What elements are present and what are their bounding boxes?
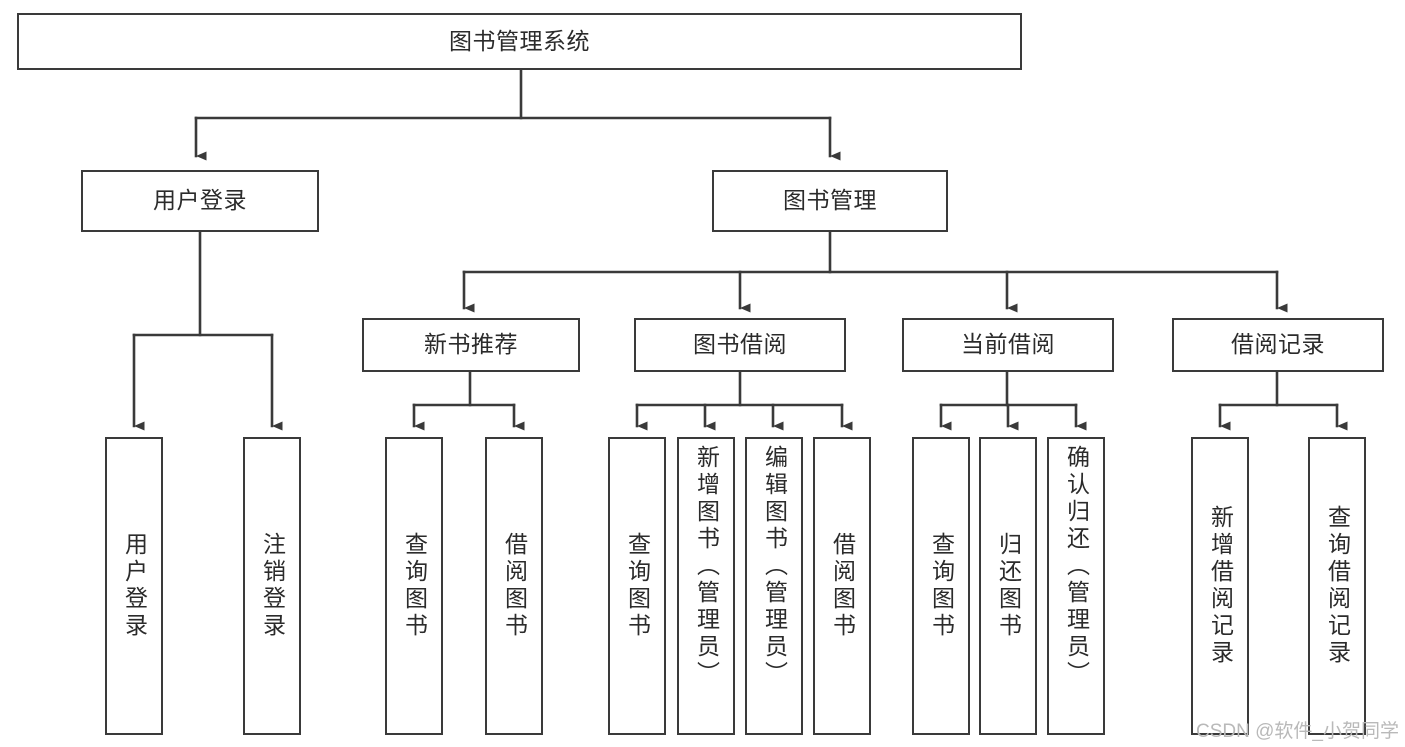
node-label: 查询借阅记录 [1324, 505, 1351, 667]
leaf-borrow-edit-book-admin[interactable]: 编辑图书（管理员） [745, 437, 803, 735]
leaf-borrow-borrow-book[interactable]: 借阅图书 [813, 437, 871, 735]
node-borrowing-records[interactable]: 借阅记录 [1172, 318, 1384, 372]
leaf-record-query-record[interactable]: 查询借阅记录 [1308, 437, 1366, 735]
node-label: 新书推荐 [424, 331, 518, 358]
node-user-login[interactable]: 用户登录 [81, 170, 319, 232]
node-label: 借阅图书 [501, 532, 528, 640]
node-label: 查询图书 [928, 532, 955, 640]
node-label: 用户登录 [121, 532, 148, 640]
node-label: 当前借阅 [961, 331, 1055, 358]
node-label: 查询图书 [624, 532, 651, 640]
node-label: 编辑图书（管理员） [761, 445, 788, 688]
leaf-borrow-query-book[interactable]: 查询图书 [608, 437, 666, 735]
leaf-current-query-book[interactable]: 查询图书 [912, 437, 970, 735]
node-label: 图书管理系统 [449, 27, 590, 54]
leaf-user-login-login[interactable]: 用户登录 [105, 437, 163, 735]
node-label: 借阅记录 [1231, 331, 1325, 358]
node-label: 图书管理 [783, 187, 877, 214]
node-label: 借阅图书 [829, 532, 856, 640]
node-label: 图书借阅 [693, 331, 787, 358]
node-book-borrowing[interactable]: 图书借阅 [634, 318, 846, 372]
node-label: 归还图书 [995, 532, 1022, 640]
node-label: 注销登录 [259, 532, 286, 640]
leaf-current-return-book[interactable]: 归还图书 [979, 437, 1037, 735]
leaf-borrow-add-book-admin[interactable]: 新增图书（管理员） [677, 437, 735, 735]
leaf-new-book-query[interactable]: 查询图书 [385, 437, 443, 735]
leaf-record-add-record[interactable]: 新增借阅记录 [1191, 437, 1249, 735]
node-label: 确认归还（管理员） [1063, 445, 1090, 688]
node-book-management[interactable]: 图书管理 [712, 170, 948, 232]
node-label: 查询图书 [401, 532, 428, 640]
leaf-user-login-logout[interactable]: 注销登录 [243, 437, 301, 735]
leaf-current-confirm-return-admin[interactable]: 确认归还（管理员） [1047, 437, 1105, 735]
node-label: 新增借阅记录 [1207, 505, 1234, 667]
leaf-new-book-borrow[interactable]: 借阅图书 [485, 437, 543, 735]
node-new-book-recommendation[interactable]: 新书推荐 [362, 318, 580, 372]
node-label: 用户登录 [153, 187, 247, 214]
node-current-borrowing[interactable]: 当前借阅 [902, 318, 1114, 372]
node-root-book-management-system[interactable]: 图书管理系统 [17, 13, 1022, 70]
node-label: 新增图书（管理员） [693, 445, 720, 688]
